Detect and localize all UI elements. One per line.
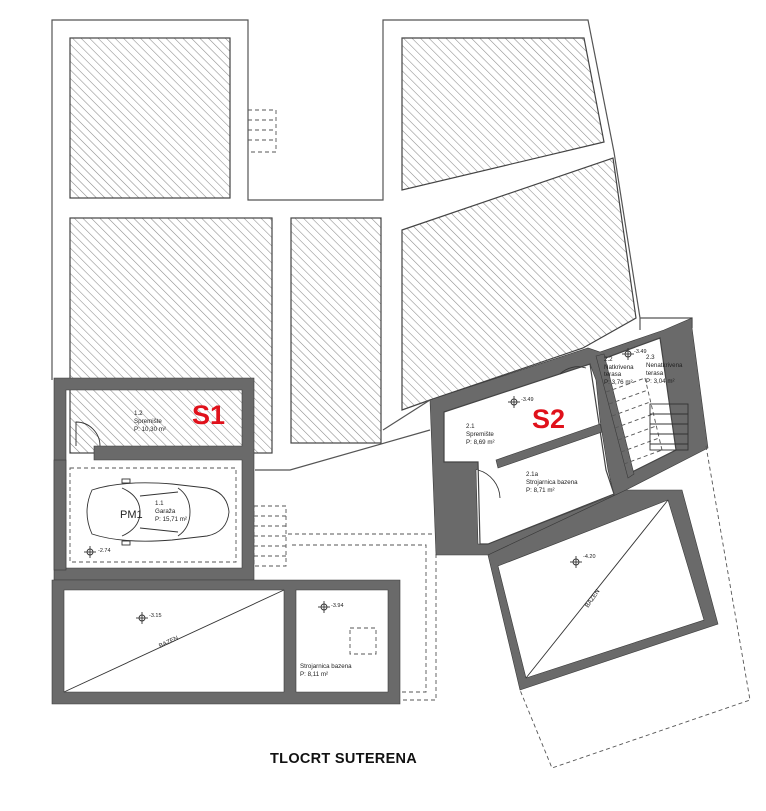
room-number: 1.1 <box>155 500 164 507</box>
terrain-line <box>255 429 431 471</box>
level-value: -4.20 <box>583 554 596 560</box>
room-name: Strojarnica bazena <box>300 663 352 670</box>
garage-parking-zone <box>69 467 237 563</box>
unit-label-s2: S2 <box>532 404 565 434</box>
unit-label-s1: S1 <box>192 400 225 430</box>
room-area: P: 3,76 m² <box>604 379 633 386</box>
level-value: -3.49 <box>634 349 647 355</box>
room-name: Spremište <box>466 431 494 438</box>
hatched-block-mid-left <box>69 217 273 454</box>
pool-label-left: BAZEN <box>158 635 180 650</box>
stair-external <box>649 403 689 451</box>
room-name: terasa <box>646 370 664 377</box>
level-value: -3.49 <box>521 397 534 403</box>
parking-label: PM1 <box>120 509 143 521</box>
door-spremiste-s2 <box>477 469 501 499</box>
level-marker <box>84 348 634 624</box>
door-spremiste-s1 <box>75 421 101 447</box>
pool-block-left <box>51 579 401 705</box>
room-name: Natkrivena <box>604 364 634 371</box>
room-name: Spremište <box>134 418 162 425</box>
terrain-line-2 <box>382 399 431 431</box>
dashed-site-line-2 <box>292 544 427 693</box>
pool-label-right: BAZEN <box>584 588 602 609</box>
stair-top <box>247 109 277 153</box>
room-number: 2.3 <box>646 354 655 361</box>
room-name: Strojarnica bazena <box>526 479 578 486</box>
site-outline <box>51 19 693 380</box>
room-number: 1.2 <box>134 410 143 417</box>
room-area: P: 10,30 m² <box>134 426 166 433</box>
pool-diagonal-left <box>63 589 285 693</box>
room-name: Nenatkrivena <box>646 362 683 369</box>
hatched-block-right <box>401 157 637 411</box>
room-area: P: 8,71 m² <box>526 487 555 494</box>
room-number: 2.1 <box>466 423 475 430</box>
hatched-block-center <box>290 217 382 444</box>
pool-diagonal-right <box>525 499 669 679</box>
level-value: -3.15 <box>149 613 162 619</box>
hatched-block-top-right <box>401 37 605 191</box>
door-terrace-s2 <box>559 366 587 375</box>
level-value: -2.74 <box>98 548 111 554</box>
room-area: P: 8,69 m² <box>466 439 495 446</box>
room-number: 2.1a <box>526 471 539 478</box>
stair-middle <box>253 505 287 567</box>
pool-block-right <box>487 489 719 691</box>
dashed-site-line-1 <box>288 533 437 701</box>
drawing-title: TLOCRT SUTERENA <box>270 751 417 767</box>
dashed-site-line-right <box>519 445 751 769</box>
room-area: P: 8,11 m² <box>300 671 328 678</box>
pool-equipment-box <box>349 627 377 655</box>
hatched-block-top-left <box>69 37 231 199</box>
room-name: terasa <box>604 371 622 378</box>
room-name: Garaža <box>155 508 176 515</box>
car-icon <box>86 478 230 546</box>
level-value: -3.94 <box>331 603 344 609</box>
room-number: 2.2 <box>604 356 613 363</box>
partition-wall-2-1 <box>495 423 603 469</box>
room-area: P: 3,04 m² <box>646 378 675 385</box>
room-area: P: 15,71 m² <box>155 516 187 523</box>
terrace-wall <box>595 353 635 479</box>
